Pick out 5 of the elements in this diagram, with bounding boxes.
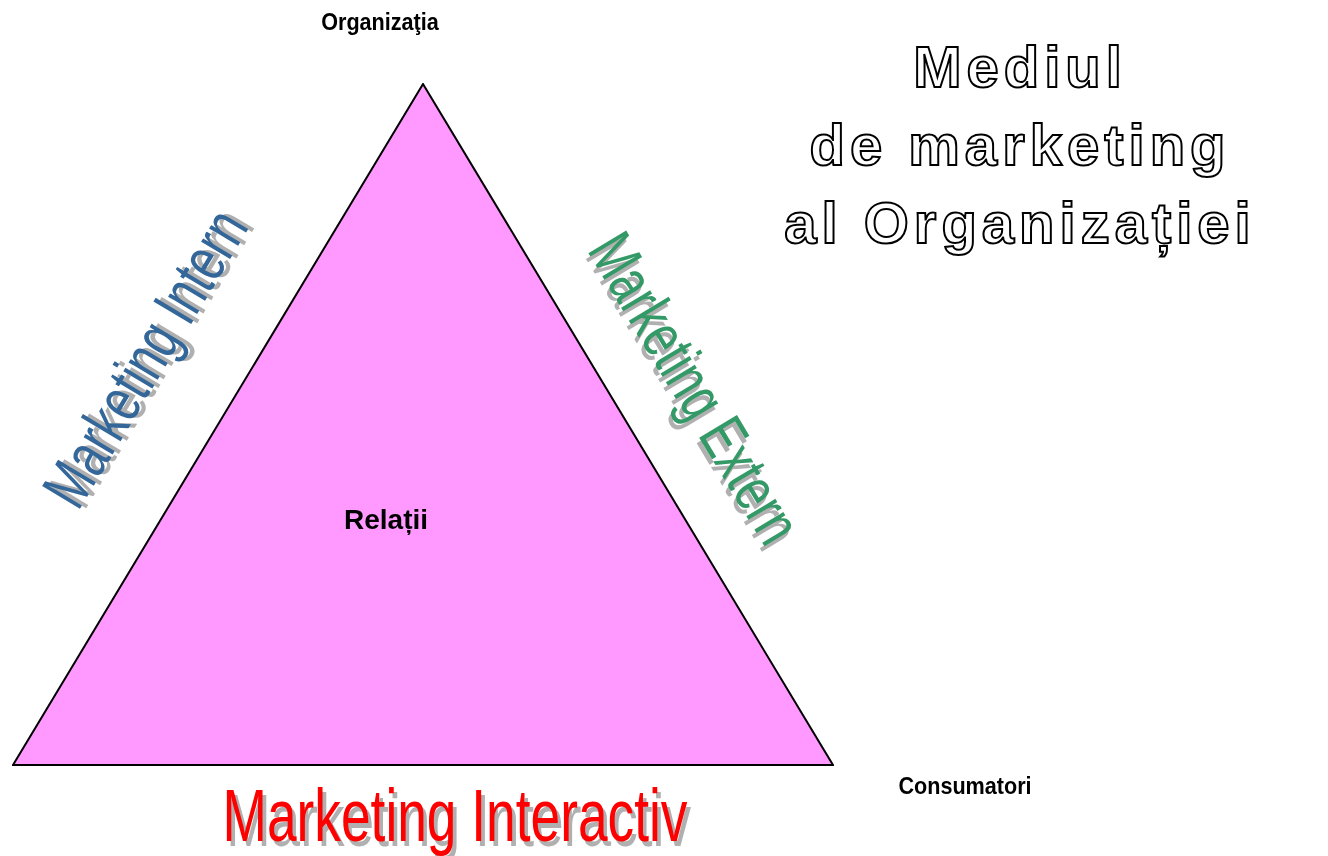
vertex-label: Organizaţia bbox=[321, 8, 439, 36]
vertex-label: Consumatori bbox=[898, 772, 1032, 800]
side-label: Marketing Interactiv bbox=[222, 772, 688, 856]
shape-label: Relații bbox=[344, 504, 428, 537]
title: Mediul de marketing al Organizației bbox=[700, 28, 1328, 262]
